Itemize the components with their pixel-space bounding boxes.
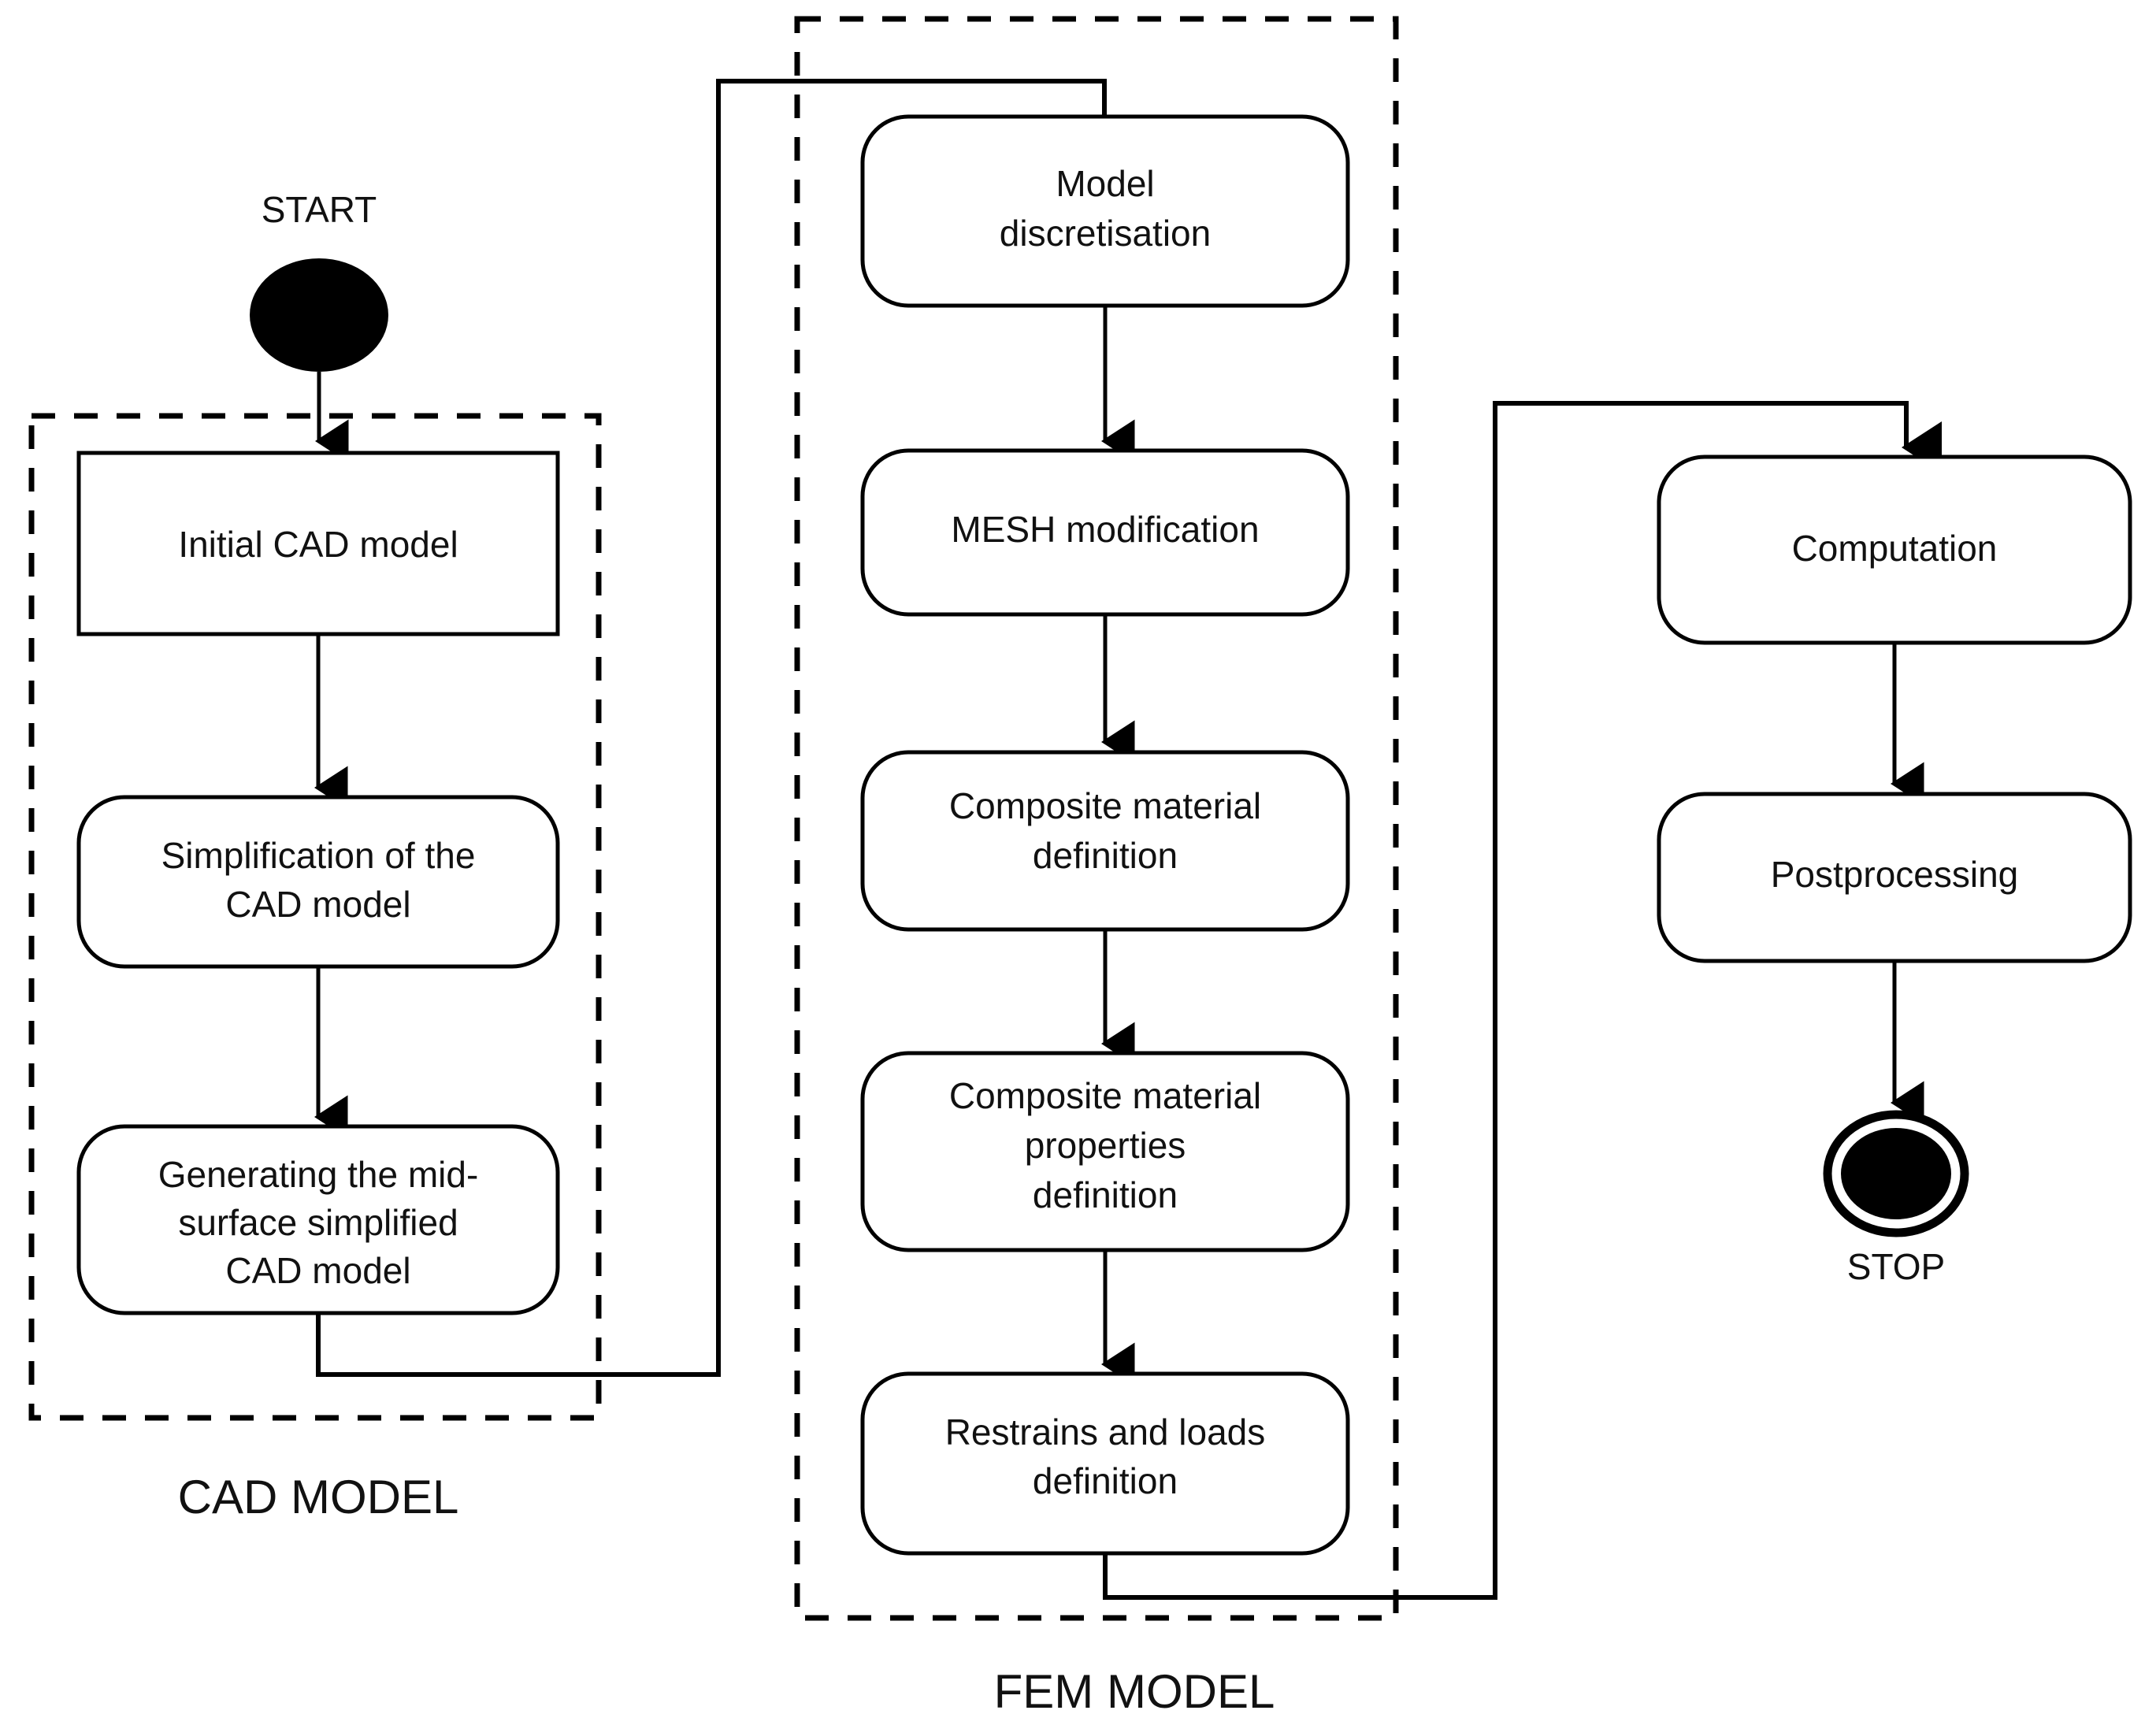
stop-node-ring — [1823, 1110, 1969, 1237]
node-composite-material-properties-line-1: properties — [1025, 1125, 1186, 1166]
node-composite-material-definition-line-0: Composite material — [949, 785, 1261, 826]
node-model-discretisation-line-0: Model — [1056, 163, 1154, 204]
node-simplification-line-0: Simplification of the — [161, 835, 476, 876]
stop-node — [1841, 1128, 1951, 1219]
node-initial-cad-model[interactable] — [76, 451, 560, 636]
node-model-discretisation-line-1: discretisation — [1000, 213, 1211, 254]
node-generating-midsurface-line-1: surface simplified — [178, 1202, 458, 1243]
edge-cad-to-fem — [316, 79, 1140, 1377]
group-box-fem-model — [794, 16, 1399, 1621]
node-generating-midsurface-line-2: CAD model — [225, 1250, 410, 1291]
start-node — [250, 258, 388, 372]
node-simplification-cad-model[interactable] — [76, 795, 560, 969]
node-initial-cad-model-line-0: Initial CAD model — [178, 524, 458, 565]
group-label-cad-model: CAD MODEL — [178, 1471, 459, 1523]
start-label: START — [262, 189, 377, 230]
node-computation-line-0: Computation — [1792, 528, 1998, 569]
node-generating-midsurface-line-0: Generating the mid- — [158, 1154, 479, 1195]
node-model-discretisation[interactable] — [860, 114, 1350, 308]
stop-label: STOP — [1847, 1246, 1945, 1287]
node-mesh-modification-line-0: MESH modification — [951, 509, 1259, 550]
group-label-fem-model: FEM MODEL — [994, 1665, 1275, 1714]
node-postprocessing-line-0: Postprocessing — [1771, 854, 2019, 895]
node-restrains-and-loads-line-1: definition — [1033, 1460, 1178, 1501]
edge-fem-to-computation — [1103, 401, 1942, 1600]
group-box-cad-model — [28, 413, 602, 1421]
node-composite-material-properties-line-2: definition — [1033, 1174, 1178, 1215]
node-composite-material-properties-line-0: Composite material — [949, 1075, 1261, 1116]
node-simplification-line-1: CAD model — [225, 884, 410, 925]
node-composite-material-definition-line-1: definition — [1033, 835, 1178, 876]
node-restrains-and-loads-line-0: Restrains and loads — [945, 1412, 1266, 1452]
